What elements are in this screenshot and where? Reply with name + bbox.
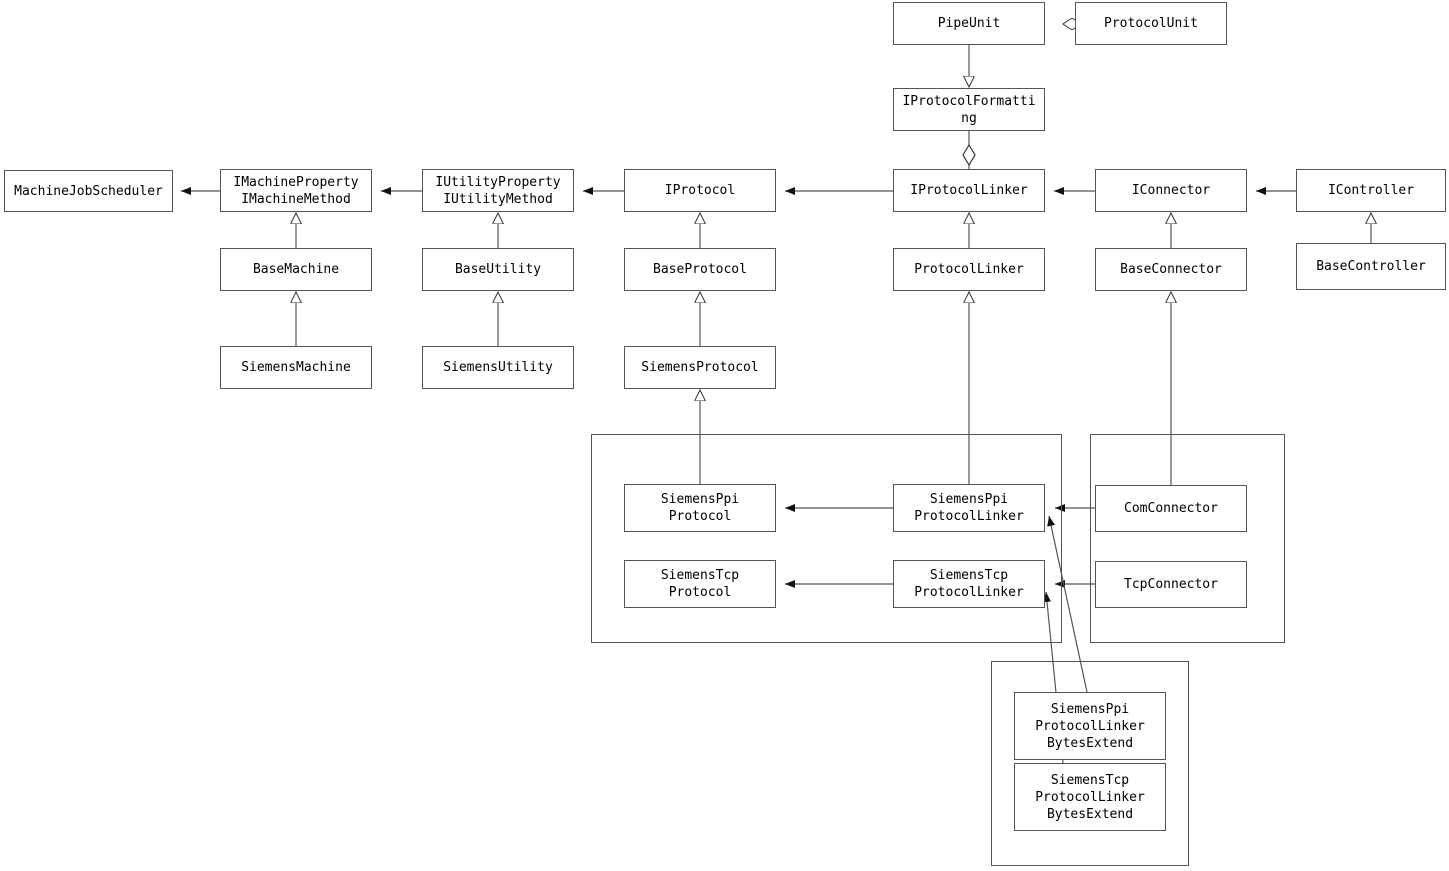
class-box-siemens-ppi-protocol[interactable]: SiemensPpi Protocol [624, 484, 776, 532]
class-box-iconnector[interactable]: IConnector [1095, 169, 1247, 212]
class-box-siemens-tcp-protocol[interactable]: SiemensTcp Protocol [624, 560, 776, 608]
class-box-imachine-property[interactable]: IMachineProperty IMachineMethod [220, 169, 372, 212]
class-box-siemens-machine[interactable]: SiemensMachine [220, 346, 372, 389]
diamond-iprotocolformatting [962, 143, 976, 167]
class-box-com-connector[interactable]: ComConnector [1095, 485, 1247, 532]
class-box-siemens-protocol[interactable]: SiemensProtocol [624, 346, 776, 389]
class-box-protocol-linker[interactable]: ProtocolLinker [893, 248, 1045, 291]
class-box-iprotocol-formatting[interactable]: IProtocolFormatti ng [893, 88, 1045, 131]
group-bytes-extend [991, 661, 1189, 866]
group-connectors [1090, 434, 1285, 643]
class-box-iprotocol[interactable]: IProtocol [624, 169, 776, 212]
class-box-siemens-ppi-protocol-linker-bytes-extend[interactable]: SiemensPpi ProtocolLinker BytesExtend [1014, 692, 1166, 760]
class-box-tcp-connector[interactable]: TcpConnector [1095, 561, 1247, 608]
class-box-protocol-unit[interactable]: ProtocolUnit [1075, 2, 1227, 45]
class-box-siemens-ppi-protocol-linker[interactable]: SiemensPpi ProtocolLinker [893, 484, 1045, 532]
group-siemens-protocols [591, 434, 1062, 643]
class-box-siemens-tcp-protocol-linker[interactable]: SiemensTcp ProtocolLinker [893, 560, 1045, 608]
class-box-base-utility[interactable]: BaseUtility [422, 248, 574, 291]
class-box-base-connector[interactable]: BaseConnector [1095, 248, 1247, 291]
class-box-base-machine[interactable]: BaseMachine [220, 248, 372, 291]
class-box-iprotocol-linker[interactable]: IProtocolLinker [893, 169, 1045, 212]
class-box-base-controller[interactable]: BaseController [1296, 243, 1446, 290]
class-box-pipe-unit[interactable]: PipeUnit [893, 2, 1045, 45]
class-box-iutility-property[interactable]: IUtilityProperty IUtilityMethod [422, 169, 574, 212]
class-box-base-protocol[interactable]: BaseProtocol [624, 248, 776, 291]
class-box-machine-job-scheduler[interactable]: MachineJobScheduler [4, 170, 173, 212]
class-box-siemens-tcp-protocol-linker-bytes-extend[interactable]: SiemensTcp ProtocolLinker BytesExtend [1014, 763, 1166, 831]
class-box-icontroller[interactable]: IController [1296, 169, 1446, 212]
class-box-siemens-utility[interactable]: SiemensUtility [422, 346, 574, 389]
